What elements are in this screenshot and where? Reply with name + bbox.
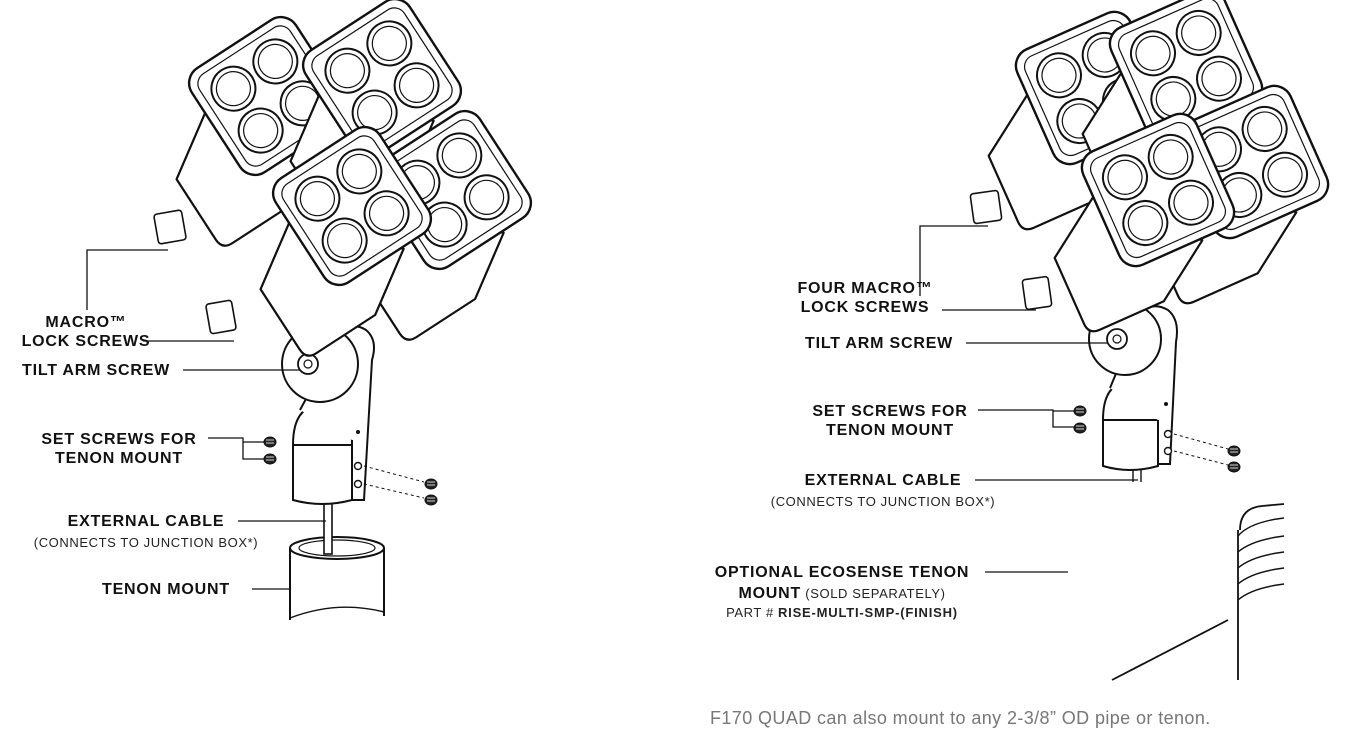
right-fixture-drawing — [954, 0, 1350, 681]
set-screws-line2: TENON MOUNT — [55, 450, 183, 467]
external-cable-note: (CONNECTS TO JUNCTION BOX*) — [33, 535, 259, 550]
right-external-cable-label: EXTERNAL CABLE — [804, 472, 962, 489]
left-fixture-drawing — [130, 0, 562, 620]
part-number: RISE-MULTI-SMP-(FINISH) — [777, 605, 958, 620]
right-set-screws-label: SET SCREWS FOR TENON MOUNT — [802, 402, 978, 440]
tenon-mount-label: TENON MOUNT — [102, 581, 230, 598]
optional-mount-word: MOUNT — [738, 585, 802, 602]
footnote: F170 QUAD can also mount to any 2-3/8” O… — [710, 708, 1211, 728]
optional-mount-line2: MOUNT (SOLD SEPARATELY) — [700, 584, 984, 603]
four-macro-lock-screws-line2: LOCK SCREWS — [800, 299, 930, 316]
set-screws-label: SET SCREWS FOR TENON MOUNT — [30, 430, 208, 468]
right-external-cable-note: (CONNECTS TO JUNCTION BOX*) — [770, 494, 996, 509]
right-leader-lines — [919, 225, 1138, 573]
macro-lock-screws-label: MACRO™ LOCK SCREWS — [20, 313, 152, 351]
set-screws-line1: SET SCREWS FOR — [41, 431, 197, 448]
four-macro-lock-screws-line1: FOUR MACRO™ — [797, 280, 933, 297]
sold-separately-note: (SOLD SEPARATELY) — [801, 586, 946, 601]
right-set-screws-line1: SET SCREWS FOR — [812, 403, 968, 420]
tilt-arm-screw-label: TILT ARM SCREW — [22, 362, 171, 379]
four-macro-lock-screws-label: FOUR MACRO™ LOCK SCREWS — [792, 279, 938, 317]
part-number-line: PART # RISE-MULTI-SMP-(FINISH) — [700, 605, 984, 620]
macro-lock-screws-line2: LOCK SCREWS — [21, 333, 151, 350]
external-cable-label: EXTERNAL CABLE — [67, 513, 225, 530]
part-number-prefix: PART # — [726, 605, 778, 620]
right-set-screws-line2: TENON MOUNT — [826, 422, 954, 439]
right-tilt-arm-screw-label: TILT ARM SCREW — [805, 335, 954, 352]
macro-lock-screws-line1: MACRO™ — [45, 314, 127, 331]
optional-mount-line1: OPTIONAL ECOSENSE TENON — [714, 564, 970, 581]
left-leader-lines — [86, 249, 326, 590]
